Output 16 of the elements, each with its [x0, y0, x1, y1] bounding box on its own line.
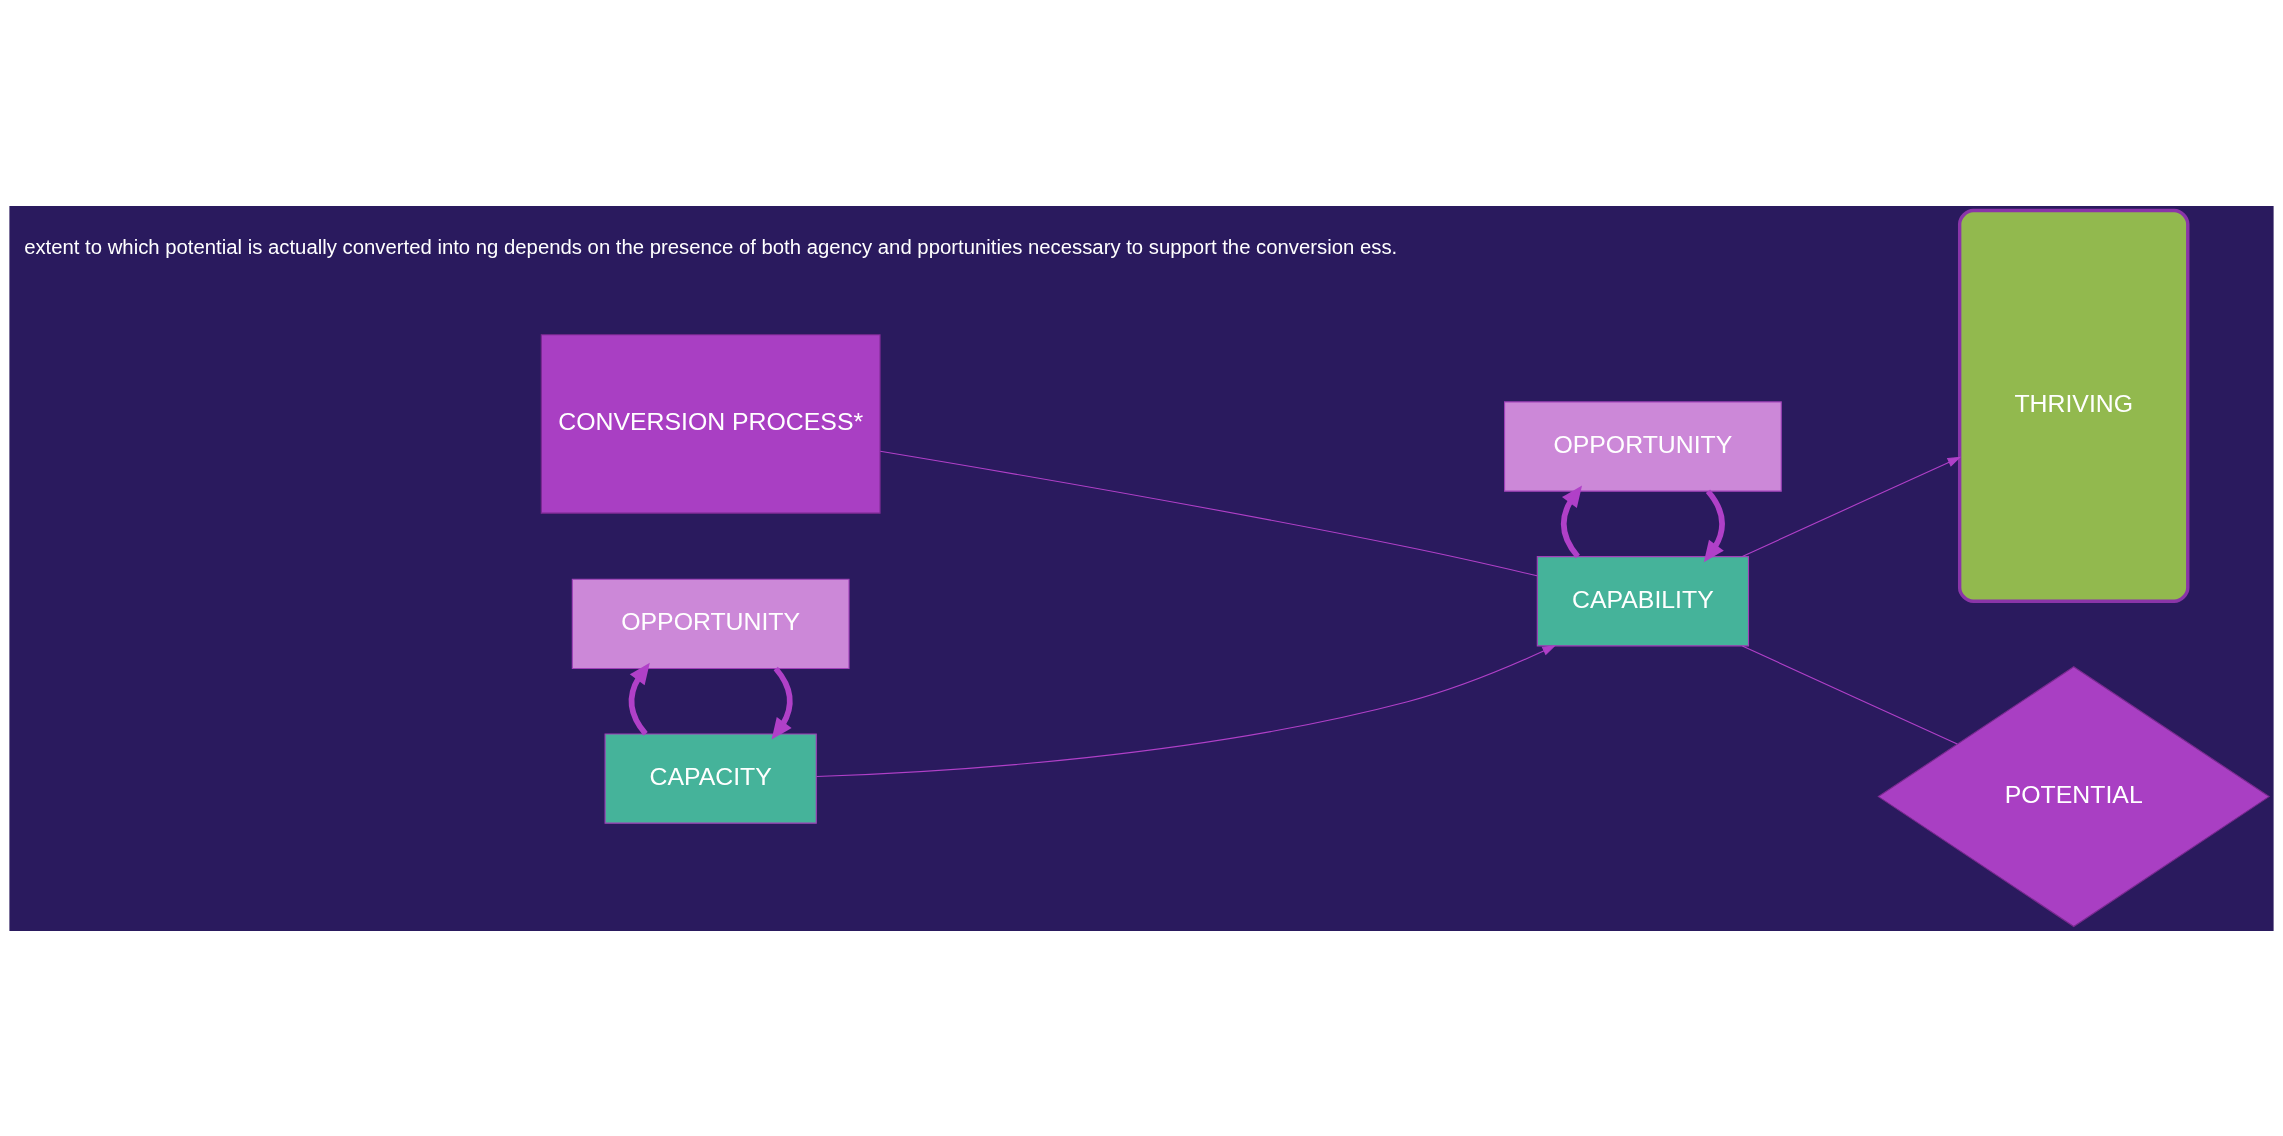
- node-box: CAPACITY: [604, 732, 817, 824]
- arrow: [1703, 488, 1725, 562]
- connector: [879, 450, 1538, 576]
- node-box: CAPABILITY: [1536, 555, 1750, 646]
- arrow: [771, 666, 793, 739]
- node-box: THRIVING: [1957, 208, 2190, 603]
- arrow: [815, 644, 1556, 777]
- node-diamond: POTENTIAL: [1877, 665, 2271, 927]
- node-box: OPPORTUNITY: [1504, 400, 1782, 492]
- node-box: CONVERSION PROCESS*: [540, 333, 881, 514]
- arrow: [1741, 456, 1962, 557]
- label: extent to which potential is actually converted into ng depends on the presence of both agency and pportunities necessary to support the conversion ess.: [24, 235, 1398, 258]
- connector: [1741, 645, 1958, 745]
- node-box: OPPORTUNITY: [571, 578, 850, 669]
- arrow: [1560, 485, 1583, 558]
- arrow: [628, 662, 650, 736]
